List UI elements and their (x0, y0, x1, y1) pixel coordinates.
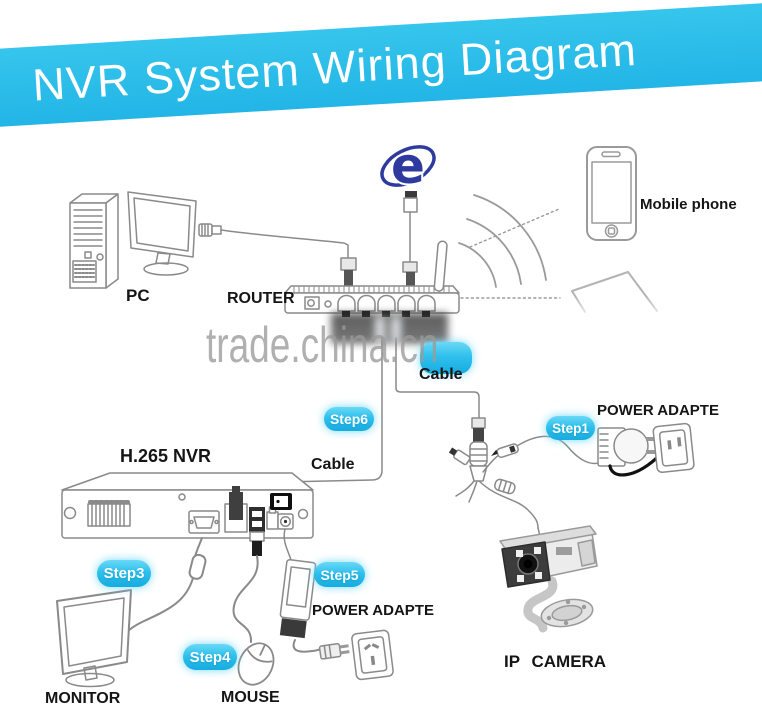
mobile-phone-icon (586, 146, 637, 241)
pc-monitor-icon (127, 191, 197, 276)
wall-outlet-camera-icon (652, 422, 695, 474)
cable-router-to-camera (395, 337, 488, 482)
wifi-signal-icon (458, 194, 547, 288)
router-plug-ghost (375, 317, 385, 341)
cable-nvr-to-mouse (232, 531, 265, 643)
router-shadow (331, 313, 448, 344)
router-plug-ghost (391, 317, 401, 341)
ip-camera-icon (499, 525, 598, 633)
nvr-dc-jack (277, 513, 294, 530)
router-label: ROUTER (227, 290, 295, 307)
power-adapter-camera-label: POWER ADAPTE (597, 402, 719, 419)
router-antenna (433, 240, 448, 292)
camera-pigtail-splitter (448, 435, 605, 544)
power-adapter-nvr-label: POWER ADAPTE (312, 602, 434, 619)
monitor-icon (56, 589, 132, 688)
step4-badge: Step4 (183, 644, 237, 670)
wall-outlet-nvr-icon (351, 629, 394, 681)
step3-badge: Step3 (97, 560, 151, 587)
internet-explorer-icon: e (380, 135, 436, 197)
cable-router-to-nvr (236, 337, 383, 488)
mouse-icon (237, 642, 275, 686)
nvr-usb-ports (249, 507, 265, 532)
monitor-label: MONITOR (45, 690, 121, 707)
nvr-label: H.265 NVR (120, 446, 212, 466)
cable-pc-to-router (198, 223, 357, 287)
cable-camera-label: Cable (419, 366, 463, 383)
pc-label: PC (126, 286, 150, 305)
mobile-phone-label: Mobile phone (640, 196, 737, 213)
wireless-link-dotted-lines (460, 208, 561, 299)
cable-nvr-label: Cable (311, 456, 355, 473)
step1-badge: Step1 (546, 416, 595, 440)
svg-text:e: e (391, 137, 425, 195)
mouse-label: MOUSE (221, 689, 280, 706)
cable-internet-to-router (402, 191, 418, 287)
step6-badge: Step6 (324, 407, 374, 431)
power-adapter-nvr-icon (279, 528, 350, 660)
step5-badge: Step5 (314, 562, 365, 587)
pc-tower-icon (69, 193, 119, 289)
nvr-vga-port (188, 510, 220, 534)
nvr-power-switch (270, 493, 292, 510)
ip-camera-label: IP CAMERA (504, 652, 607, 671)
router-icon (284, 240, 460, 317)
cable-nvr-to-monitor (126, 537, 207, 633)
nvr-ethernet-port (224, 486, 248, 533)
tablet-fade-overlay (556, 296, 674, 330)
step2-badge-obscured (420, 342, 472, 374)
nvr-icon (61, 472, 314, 539)
